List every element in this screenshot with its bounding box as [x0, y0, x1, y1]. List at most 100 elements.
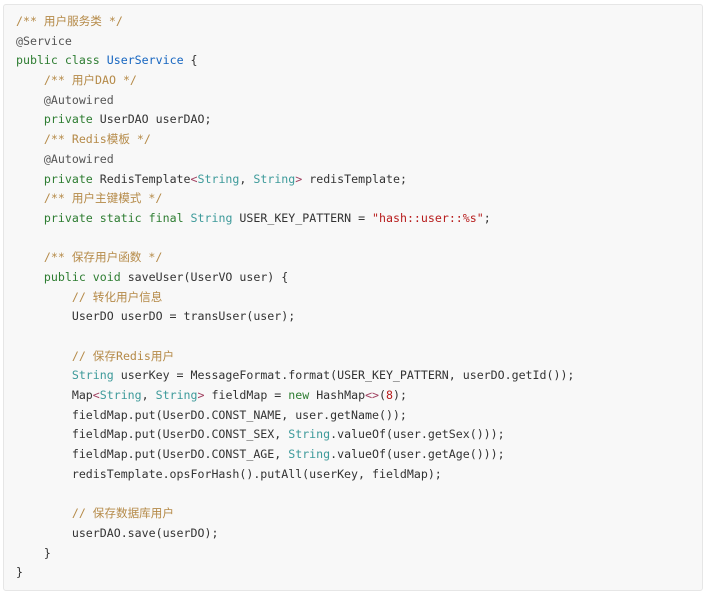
code-line — [16, 327, 702, 347]
code-line: // 保存Redis用户 — [16, 347, 702, 367]
code-token-keyword: private — [43, 171, 93, 186]
code-token-comment: // 保存Redis用户 — [71, 348, 175, 363]
code-token-keyword: final — [148, 210, 184, 225]
code-line: /** Redis模板 */ — [16, 130, 702, 150]
code-token-plain: ; — [483, 210, 491, 225]
code-token-type: String — [99, 388, 142, 403]
code-token-plain — [16, 191, 44, 205]
code-token-plain: userDAO.save(userDO); — [16, 525, 219, 540]
code-token-plain: fieldMap.put(UserDO.CONST_NAME, user.get… — [16, 407, 407, 422]
code-token-plain — [100, 53, 107, 67]
code-token-operator: < — [92, 388, 100, 403]
code-line: @Autowired — [16, 150, 702, 170]
code-token-plain — [16, 112, 44, 126]
code-token-operator: <> — [365, 388, 380, 403]
code-token-plain — [16, 506, 72, 520]
code-token-comment: /** 用户DAO */ — [43, 73, 137, 88]
code-token-plain: saveUser(UserVO user) { — [120, 269, 289, 284]
code-token-plain — [184, 211, 191, 225]
code-token-plain — [16, 270, 44, 284]
code-token-plain — [16, 132, 44, 146]
code-line — [16, 485, 702, 505]
code-token-plain — [16, 172, 44, 186]
code-token-keyword: void — [92, 269, 121, 284]
code-line: public void saveUser(UserVO user) { — [16, 268, 702, 288]
code-token-type: String — [71, 368, 114, 383]
code-line: private static final String USER_KEY_PAT… — [16, 209, 702, 229]
code-token-comment: /** Redis模板 */ — [43, 132, 151, 147]
code-token-type: String — [253, 171, 296, 186]
code-token-plain: } — [16, 565, 23, 580]
code-token-keyword: public — [16, 53, 58, 68]
code-token-keyword: new — [288, 388, 310, 403]
code-token-annotation: @Service — [16, 33, 72, 48]
code-token-plain: RedisTemplate — [92, 171, 191, 186]
code-token-plain — [58, 53, 65, 67]
code-line: /** 用户DAO */ — [16, 71, 702, 91]
code-token-plain: Map — [16, 388, 93, 403]
code-token-keyword: private — [43, 210, 93, 225]
code-line: fieldMap.put(UserDO.CONST_SEX, String.va… — [16, 425, 702, 445]
code-token-plain — [16, 211, 44, 225]
code-token-plain: HashMap — [309, 388, 366, 403]
code-line: /** 用户服务类 */ — [16, 12, 702, 32]
code-token-comment: /** 用户主键模式 */ — [43, 191, 163, 206]
code-token-keyword: public — [43, 269, 86, 284]
code-token-plain: redisTemplate; — [302, 171, 407, 186]
code-line: UserDO userDO = transUser(user); — [16, 307, 702, 327]
code-line: } — [16, 563, 702, 583]
code-token-plain: , — [141, 388, 156, 403]
code-token-plain: userKey = MessageFormat.format(USER_KEY_… — [113, 368, 575, 383]
code-token-type: String — [197, 171, 240, 186]
code-token-plain: fieldMap = — [204, 388, 289, 403]
code-token-type: String — [288, 447, 331, 462]
code-token-comment: /** 用户服务类 */ — [16, 14, 123, 28]
code-token-plain: USER_KEY_PATTERN = — [232, 210, 373, 225]
code-token-plain: fieldMap.put(UserDO.CONST_SEX, — [16, 427, 289, 442]
code-line: // 转化用户信息 — [16, 288, 702, 308]
code-line: /** 保存用户函数 */ — [16, 248, 702, 268]
code-token-annotation: @Autowired — [43, 151, 114, 166]
code-token-comment: // 保存数据库用户 — [71, 506, 174, 521]
code-line: /** 用户主键模式 */ — [16, 189, 702, 209]
code-line: private UserDAO userDAO; — [16, 110, 702, 130]
code-line: private RedisTemplate<String, String> re… — [16, 170, 702, 190]
code-token-class: UserService — [106, 53, 184, 68]
code-token-string: "hash::user::%s" — [372, 210, 484, 225]
code-token-plain: { — [183, 53, 198, 68]
code-token-annotation: @Autowired — [43, 92, 114, 107]
code-token-plain: fieldMap.put(UserDO.CONST_AGE, — [16, 447, 289, 462]
code-line — [16, 229, 702, 249]
code-token-operator: > — [197, 388, 205, 403]
code-line: @Service — [16, 32, 702, 52]
code-token-plain — [16, 290, 72, 304]
code-token-keyword: private — [43, 112, 93, 127]
code-token-keyword: static — [99, 210, 142, 225]
code-token-plain: UserDAO userDAO; — [92, 112, 212, 127]
code-token-type: String — [190, 210, 233, 225]
code-token-plain — [16, 152, 44, 166]
code-line: fieldMap.put(UserDO.CONST_NAME, user.get… — [16, 406, 702, 426]
code-token-operator: > — [295, 171, 303, 186]
code-lines: /** 用户服务类 */ @Service public class UserSer… — [16, 12, 702, 583]
code-token-plain: redisTemplate.opsForHash().putAll(userKe… — [16, 466, 442, 481]
code-line: redisTemplate.opsForHash().putAll(userKe… — [16, 465, 702, 485]
code-token-plain: .valueOf(user.getSex())); — [330, 427, 505, 442]
code-token-plain: , — [239, 171, 254, 186]
code-block: /** 用户服务类 */ @Service public class UserSer… — [3, 4, 703, 591]
code-line: } — [16, 544, 702, 564]
code-token-plain — [16, 368, 72, 382]
code-line: fieldMap.put(UserDO.CONST_AGE, String.va… — [16, 445, 702, 465]
code-line: @Autowired — [16, 91, 702, 111]
code-line: String userKey = MessageFormat.format(US… — [16, 366, 702, 386]
code-token-type: String — [155, 388, 198, 403]
code-token-plain: .valueOf(user.getAge())); — [330, 447, 505, 462]
code-token-plain — [16, 250, 44, 264]
code-token-plain — [86, 270, 93, 284]
code-token-plain — [142, 211, 149, 225]
code-line: public class UserService { — [16, 51, 702, 71]
code-line: // 保存数据库用户 — [16, 504, 702, 524]
code-token-plain: ); — [393, 388, 407, 403]
code-token-plain: UserDO userDO = transUser(user); — [16, 309, 296, 324]
code-token-comment: /** 保存用户函数 */ — [43, 250, 163, 265]
